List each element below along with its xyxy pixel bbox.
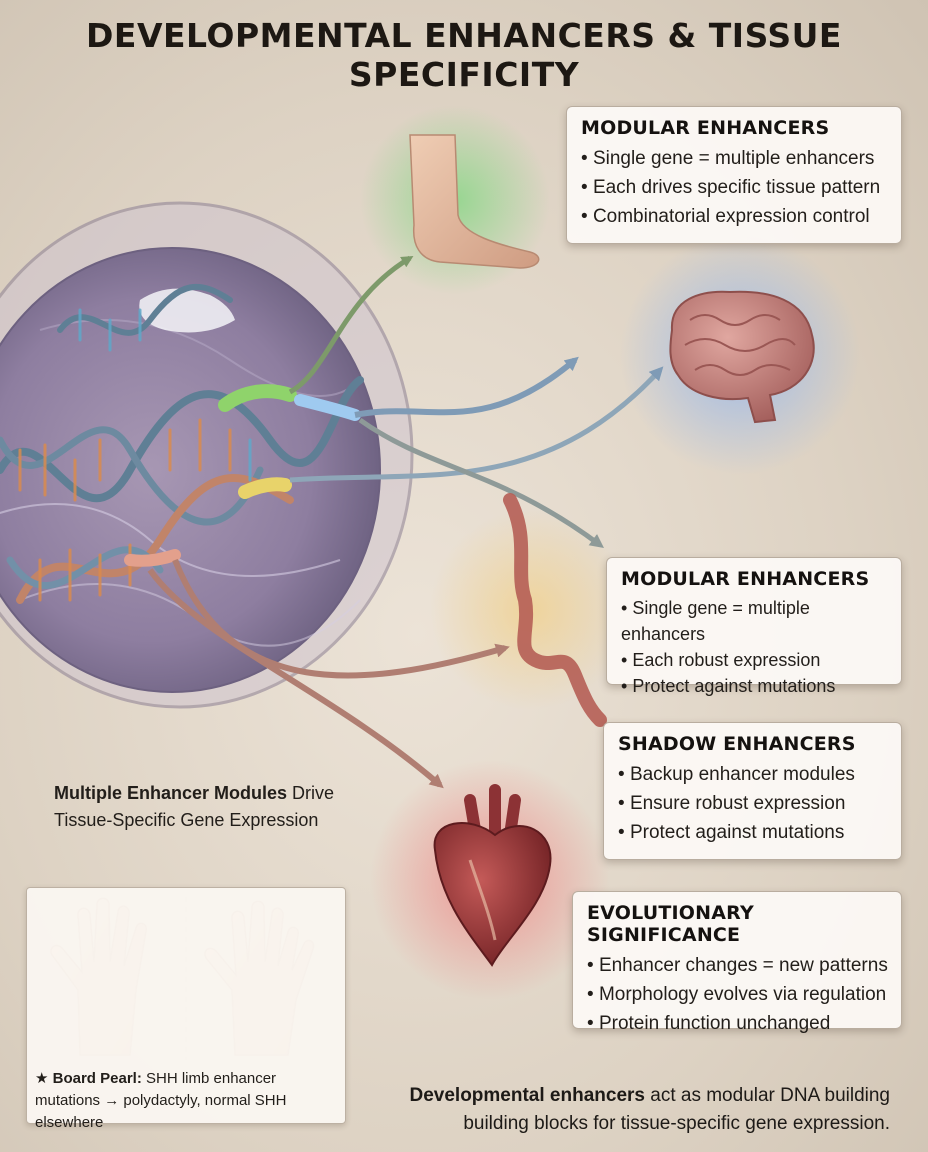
nucleus	[0, 201, 414, 709]
board-pearl-box: ★ Board Pearl: SHH limb enhancer mutatio…	[26, 887, 346, 1131]
panel-item: Single gene = multiple enhancers	[621, 595, 889, 647]
panel-heading: MODULAR ENHANCERS	[581, 117, 830, 139]
board-pearl-text: ★ Board Pearl: SHH limb enhancer mutatio…	[35, 1068, 339, 1134]
brain-image	[669, 290, 815, 424]
panel-heading: EVOLUTIONARY SIGNIFICANCE	[587, 902, 754, 946]
caption-bold: Multiple Enhancer Modules	[54, 783, 288, 803]
enhancer-green	[218, 384, 297, 412]
panel-item: Ensure robust expression	[618, 789, 889, 818]
panel-shadow-enhancers: SHADOW ENHANCERS Backup enhancer modules…	[603, 722, 902, 860]
arrow-to-brain	[354, 356, 579, 418]
gut-image	[503, 493, 607, 727]
panel-heading: MODULAR ENHANCERS	[621, 568, 870, 590]
caption-rest: Drive Tissue-Specific Gene Expression	[54, 783, 335, 830]
panel-item: Morphology evolves via regulation	[587, 980, 889, 1009]
arrow-to-brain-2	[289, 366, 664, 483]
panel-modular-enhancers-2: MODULAR ENHANCERS Single gene = multiple…	[606, 557, 902, 696]
panel-item: Combinatorial expression control	[581, 202, 889, 231]
foot-image	[409, 134, 540, 269]
panel-item: Each robust expression	[621, 647, 889, 673]
panel-heading: SHADOW ENHANCERS	[618, 733, 856, 755]
panel-modular-enhancers-1: MODULAR ENHANCERS Single gene = multiple…	[566, 106, 902, 244]
panel-item: Each drives specific tissue pattern	[581, 173, 889, 202]
panel-item: Protect against mutations	[621, 673, 889, 699]
board-pearl-label: Board Pearl:	[52, 1070, 142, 1087]
enhancer-yellow	[238, 477, 292, 499]
dna-helix	[0, 284, 364, 604]
enhancer-red	[124, 549, 181, 567]
panel-item: Protect against mutations	[618, 818, 889, 847]
heart-image	[433, 784, 552, 967]
arrow-to-panel	[358, 417, 605, 548]
page-title: DEVELOPMENTAL ENHANCERS & TISSUE SPECIFI…	[86, 16, 842, 94]
arrow-to-limb	[288, 255, 414, 395]
panel-item: Protein function unchanged	[587, 1009, 889, 1038]
board-pearl-body: SHH limb enhancer mutations → polydactyl…	[35, 1070, 287, 1131]
footer-summary: Developmental enhancers act as modular D…	[360, 1082, 891, 1138]
panel-item: Single gene = multiple enhancers	[581, 144, 889, 173]
footer-bold: Developmental enhancers	[409, 1085, 645, 1106]
footer-rest: act as modular DNA building building blo…	[463, 1085, 890, 1134]
arrow-to-gut	[172, 558, 510, 679]
diagram-caption: Multiple Enhancer Modules Drive Tissue-S…	[54, 780, 384, 834]
enhancer-blue	[294, 394, 361, 421]
panel-item: Enhancer changes = new patterns	[587, 951, 889, 980]
star-icon: ★	[35, 1070, 49, 1087]
panel-item: Backup enhancer modules	[618, 760, 889, 789]
arrow-to-heart	[147, 568, 444, 789]
panel-evolutionary-significance: EVOLUTIONARY SIGNIFICANCE Enhancer chang…	[572, 891, 902, 1034]
